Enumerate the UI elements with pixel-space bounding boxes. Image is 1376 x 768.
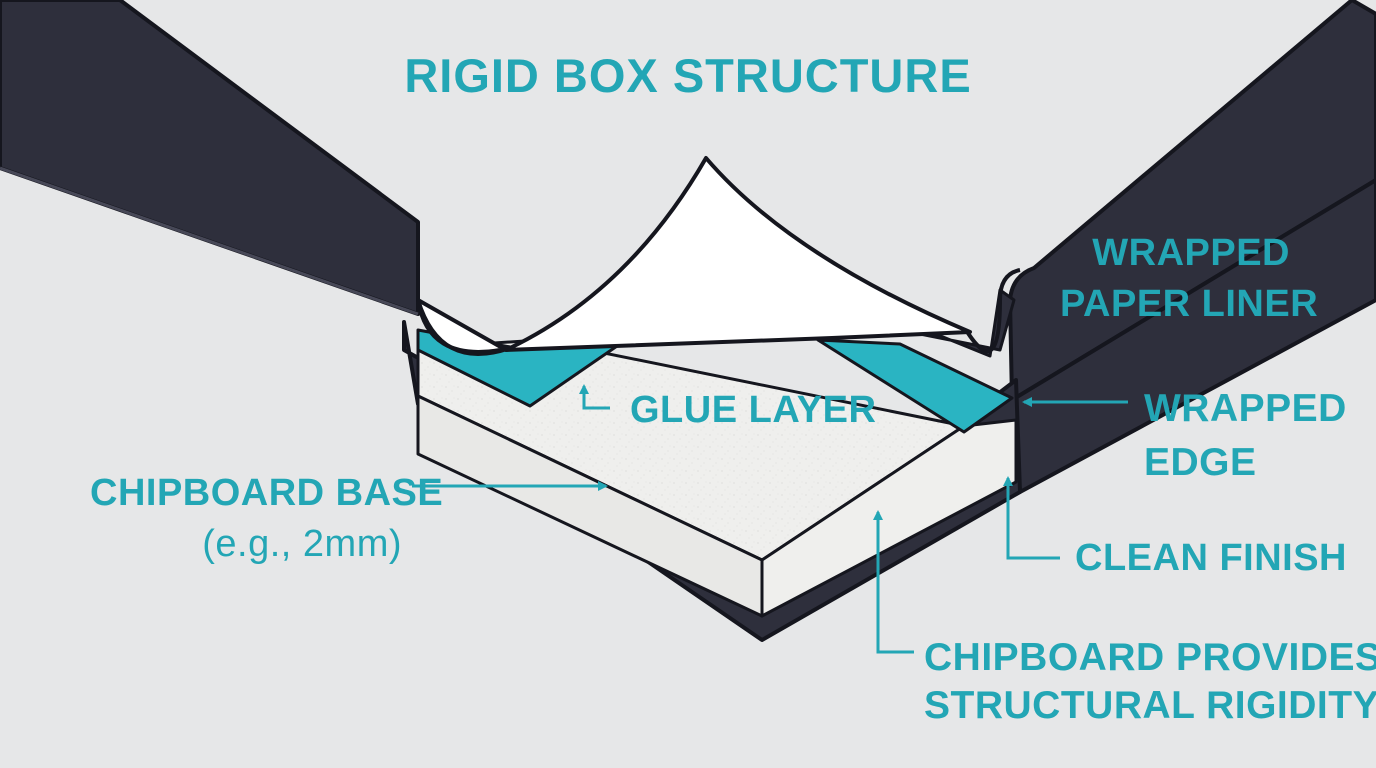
right-wall-fold [964,268,1021,354]
chipboard-right-side [760,418,1018,618]
label-wrapped-paper-liner-line1: WRAPPED [1092,232,1290,274]
label-wrapped-edge-line2: EDGE [1144,440,1257,484]
paper-liner [416,156,972,356]
label-chipboard-rigidity: CHIPBOARD PROVIDES STRUCTURAL RIGIDITY [924,634,1376,731]
label-wrapped-paper-liner: WRAPPED PAPER LINER [1060,228,1319,331]
diagram-title: RIGID BOX STRUCTURE [404,49,972,102]
paper-liner-curl [416,299,501,354]
label-chipboard-base: CHIPBOARD BASE (e.g., 2mm) [90,468,444,571]
left-wall-top-edge [0,166,419,316]
glue-strip-right [816,338,1014,434]
label-wrapped-paper-liner-line2: PAPER LINER [1060,283,1319,326]
label-glue-layer: GLUE LAYER [630,389,877,431]
glue-leader [579,384,610,410]
label-chipboard-rigidity-line1: CHIPBOARD PROVIDES [924,636,1376,679]
clean-finish-leader [1003,476,1060,560]
label-clean-finish: CLEAN FINISH [1075,537,1347,579]
label-chipboard-base-title: CHIPBOARD BASE [90,472,444,514]
rigidity-leader [873,510,914,654]
label-chipboard-rigidity-line2: STRUCTURAL RIGIDITY [924,684,1376,728]
label-wrapped-edge-line1: WRAPPED [1144,387,1347,430]
label-wrapped-edge: WRAPPED EDGE [1144,382,1347,490]
label-chipboard-thickness: (e.g., 2mm) [202,523,402,566]
left-wall [0,0,420,316]
